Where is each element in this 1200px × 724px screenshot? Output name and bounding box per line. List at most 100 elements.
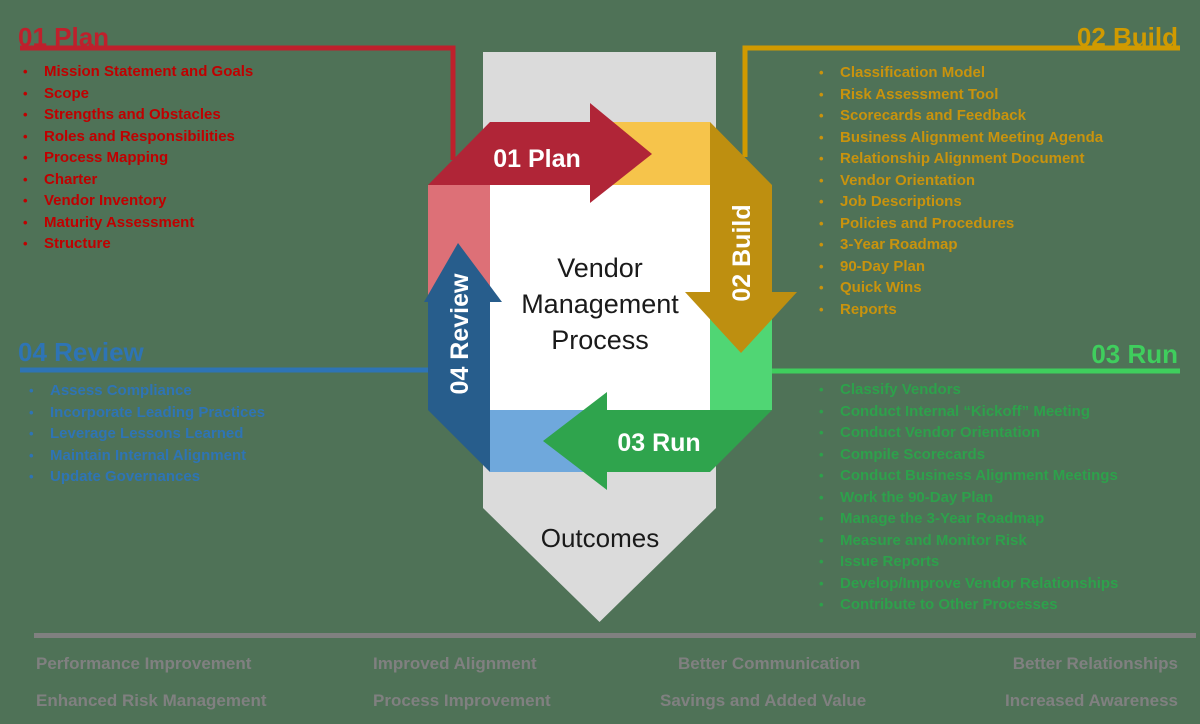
bullet-icon: • (819, 258, 824, 274)
bullet-icon: • (819, 129, 824, 145)
bullet-icon: • (819, 425, 824, 440)
footer-divider (34, 633, 1196, 638)
bullet-icon: • (29, 383, 34, 398)
review-section-heading: 04 Review (18, 337, 144, 367)
build-arrow-label: 02 Build (728, 204, 756, 301)
bullet-icon: • (819, 301, 824, 317)
bullet-icon: • (29, 426, 34, 441)
build-list-item: •90-Day Plan (816, 256, 1200, 278)
run-list-item: •Work the 90-Day Plan (816, 487, 1200, 509)
bullet-icon: • (819, 554, 824, 569)
bullet-icon: • (23, 85, 28, 101)
bullet-icon: • (819, 511, 824, 526)
run-section-heading: 03 Run (1091, 339, 1178, 369)
footer-outcome-improved-alignment: Improved Alignment (373, 654, 537, 673)
bullet-icon: • (23, 193, 28, 208)
run-list-item: •Measure and Monitor Risk (816, 530, 1200, 552)
bullet-icon: • (819, 489, 824, 505)
center-title-line1: Vendor (557, 253, 643, 283)
bullet-icon: • (819, 215, 824, 231)
build-list-item: •Relationship Alignment Document (816, 148, 1200, 170)
build-list-item: •Risk Assessment Tool (816, 84, 1200, 106)
bullet-icon: • (23, 128, 28, 144)
bullet-icon: • (23, 107, 28, 122)
center-title-line2: Management (521, 289, 679, 319)
run-arrowhead-icon (543, 392, 607, 490)
bullet-icon: • (819, 403, 824, 419)
run-list: •Classify Vendors•Conduct Internal “Kick… (816, 379, 1200, 616)
bullet-icon: • (819, 65, 824, 80)
plan-list-item: •Maturity Assessment (20, 212, 410, 234)
plan-connector-line (20, 45, 456, 160)
bullet-icon: • (23, 214, 28, 230)
review-list-item: •Leverage Lessons Learned (26, 423, 416, 445)
bullet-icon: • (819, 151, 824, 166)
review-arrow-label: 04 Review (446, 273, 474, 394)
run-list-item: •Issue Reports (816, 551, 1200, 573)
bullet-icon: • (819, 237, 824, 252)
plan-list-item: •Charter (20, 169, 410, 191)
plan-list: •Mission Statement and Goals•Scope•Stren… (20, 61, 410, 255)
plan-arrowhead-icon (590, 103, 652, 203)
plan-list-item: •Mission Statement and Goals (20, 61, 410, 83)
footer-outcome-increased-awareness: Increased Awareness (1005, 691, 1178, 710)
plan-section-heading: 01 Plan (18, 22, 110, 52)
footer-outcome-savings-added-value: Savings and Added Value (660, 691, 867, 710)
center-panel (490, 185, 710, 410)
bullet-icon: • (819, 86, 824, 102)
bullet-icon: • (819, 280, 824, 295)
review-list-item: •Maintain Internal Alignment (26, 445, 416, 467)
footer-outcome-better-communication: Better Communication (678, 654, 861, 673)
build-list-item: •Vendor Orientation (816, 170, 1200, 192)
bullet-icon: • (819, 446, 824, 462)
bullet-icon: • (23, 64, 28, 79)
bullet-icon: • (29, 447, 34, 463)
build-arrowhead-icon (685, 292, 797, 353)
plan-list-item: •Structure (20, 233, 410, 255)
footer-outcome-performance-improvement: Performance Improvement (36, 654, 252, 673)
build-list: •Classification Model•Risk Assessment To… (816, 62, 1200, 320)
bullet-icon: • (819, 575, 824, 591)
review-list-item: •Update Governances (26, 466, 416, 488)
bullet-icon: • (29, 404, 34, 420)
bullet-icon: • (819, 382, 824, 397)
run-arrow-body (607, 410, 772, 472)
run-list-item: •Compile Scorecards (816, 444, 1200, 466)
build-list-item: •Classification Model (816, 62, 1200, 84)
plan-list-item: •Process Mapping (20, 147, 410, 169)
build-list-item: •Reports (816, 299, 1200, 321)
build-list-item: •3-Year Roadmap (816, 234, 1200, 256)
build-arrow-body (710, 122, 772, 292)
bullet-icon: • (819, 108, 824, 123)
plan-arrow-body (428, 122, 590, 185)
bullet-icon: • (23, 236, 28, 251)
build-list-item: •Policies and Procedures (816, 213, 1200, 235)
build-connector-line (742, 45, 1180, 157)
center-title-line3: Process (551, 325, 649, 355)
bullet-icon: • (819, 597, 824, 612)
run-list-item: •Conduct Business Alignment Meetings (816, 465, 1200, 487)
build-list-item: •Scorecards and Feedback (816, 105, 1200, 127)
bullet-icon: • (819, 532, 824, 548)
plan-list-item: •Roles and Responsibilities (20, 126, 410, 148)
review-list-item: •Assess Compliance (26, 380, 416, 402)
review-list-item: •Incorporate Leading Practices (26, 402, 416, 424)
run-list-item: •Manage the 3-Year Roadmap (816, 508, 1200, 530)
bullet-icon: • (23, 171, 28, 187)
plan-list-item: •Vendor Inventory (20, 190, 410, 212)
bullet-icon: • (819, 172, 824, 188)
build-list-item: •Job Descriptions (816, 191, 1200, 213)
run-list-item: •Conduct Internal “Kickoff” Meeting (816, 401, 1200, 423)
run-list-item: •Develop/Improve Vendor Relationships (816, 573, 1200, 595)
plan-list-item: •Strengths and Obstacles (20, 104, 410, 126)
run-list-item: •Conduct Vendor Orientation (816, 422, 1200, 444)
footer-outcome-better-relationships: Better Relationships (1012, 654, 1178, 673)
run-list-item: •Classify Vendors (816, 379, 1200, 401)
run-arrow-label: 03 Run (617, 429, 700, 457)
review-arrowhead-icon (424, 243, 502, 302)
build-list-item: •Business Alignment Meeting Agenda (816, 127, 1200, 149)
build-list-item: •Quick Wins (816, 277, 1200, 299)
footer-outcome-process-improvement: Process Improvement (373, 691, 551, 710)
